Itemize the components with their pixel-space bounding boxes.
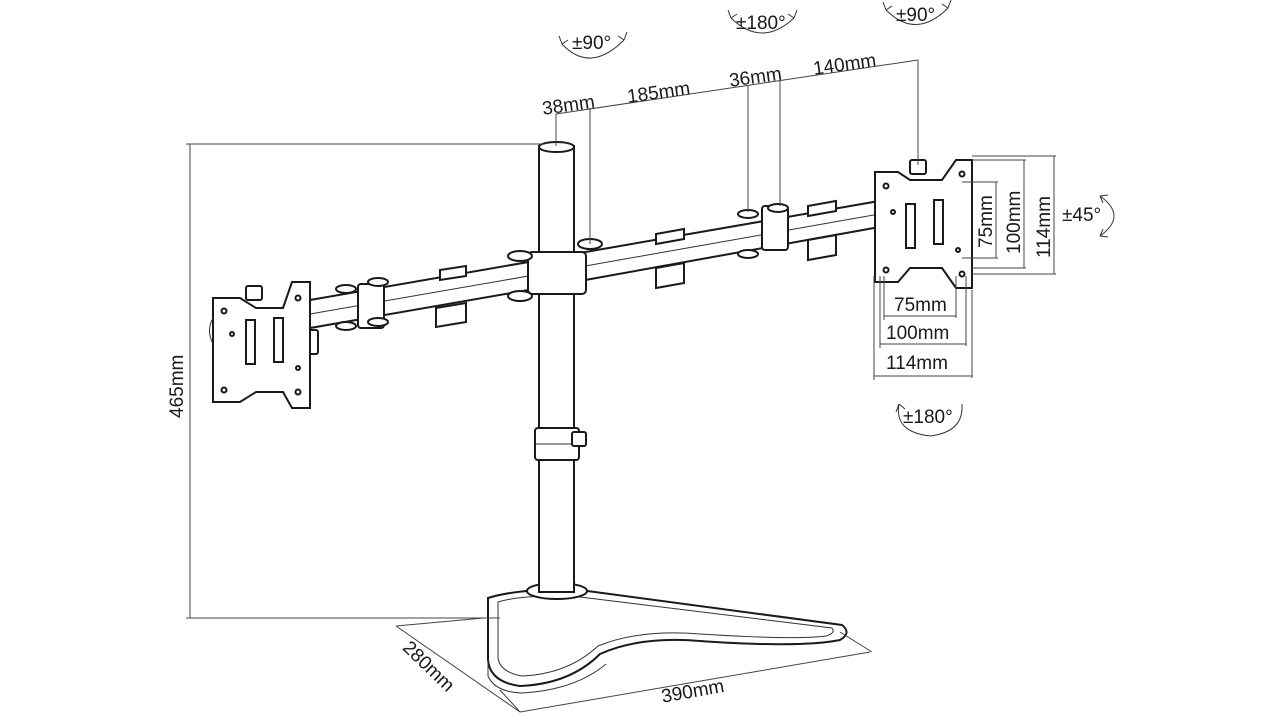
horizontal-arm xyxy=(299,198,891,355)
dim-label-vesa-v-114: 114mm xyxy=(1034,196,1055,258)
rotation-label-center-top: ±180° xyxy=(736,13,786,34)
vertical-pole xyxy=(534,141,587,593)
left-vesa-plate xyxy=(209,281,311,409)
rotation-arrows xyxy=(558,0,1115,437)
rotation-label-right-top: ±90° xyxy=(896,5,936,26)
dim-label-vesa-h-75: 75mm xyxy=(894,295,947,316)
dim-label-vesa-v-75: 75mm xyxy=(976,195,997,248)
rotation-label-bottom: ±180° xyxy=(903,407,953,428)
desk-base xyxy=(487,582,848,694)
dim-label-vesa-h-100: 100mm xyxy=(886,323,950,344)
dim-label-vesa-v-100: 100mm xyxy=(1004,190,1025,254)
dim-label-height: 465mm xyxy=(167,354,188,418)
dimension-lines xyxy=(186,59,1056,713)
rotation-label-tilt: ±45° xyxy=(1062,205,1102,226)
rotation-label-left-top: ±90° xyxy=(572,33,612,54)
dim-label-vesa-h-114: 114mm xyxy=(886,353,948,374)
right-vesa-plate xyxy=(874,159,973,289)
